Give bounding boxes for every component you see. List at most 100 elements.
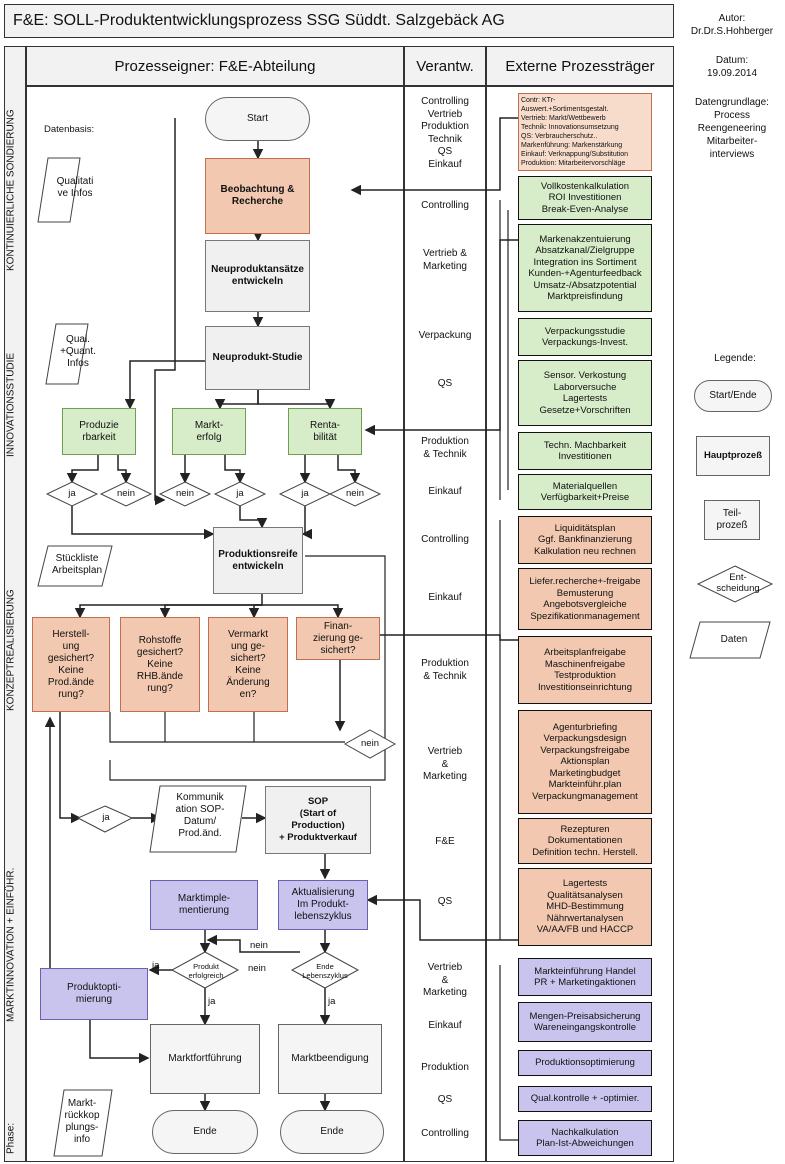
ext-text: Spezifikationmanagement xyxy=(530,610,640,622)
node-marktbeendigung: Marktbeendigung xyxy=(278,1024,382,1094)
ext-text: PR + Marketingaktionen xyxy=(534,977,636,988)
resp-vertrieb-marketing: Vertrieb & Marketing xyxy=(406,746,484,784)
resp-qs: QS xyxy=(437,896,453,907)
node-marktfortfuehrung: Marktfortführung xyxy=(150,1024,260,1094)
decision-ende-lebenszyklus: Ende Lebenszyklus xyxy=(297,962,353,980)
legend-text: Teil- xyxy=(722,508,742,519)
label-ja: ja xyxy=(152,960,160,971)
ext-text: Gesetze+Vorschriften xyxy=(539,404,631,416)
node-neuproduktansaetze: Neuproduktansätze entwickeln xyxy=(205,240,310,312)
decision-diamond xyxy=(158,481,212,507)
ext-text: Agenturbriefing xyxy=(552,721,618,733)
ext-produktionsoptimierung-box: Produktionsoptimierung xyxy=(518,1050,652,1076)
label-nein: nein xyxy=(176,488,194,499)
ext-lagertests-box: Lagertests Qualitätsanalysen MHD-Bestimm… xyxy=(518,868,652,946)
decision-diamond xyxy=(278,481,332,507)
ext-text: Ggf. Bankfinanzierung xyxy=(537,534,632,546)
ext-text: Verpackungmanagement xyxy=(532,790,638,802)
node-beobachtung: Beobachtung & Recherche xyxy=(205,158,310,234)
data-text: Infos xyxy=(67,358,89,369)
ext-text: Qualitätsanalysen xyxy=(547,889,623,901)
data-text: Prod.änd. xyxy=(178,828,222,839)
node-text: (Start of xyxy=(299,808,337,819)
node-text: Production) xyxy=(291,820,345,831)
ext-agentur-box: Agenturbriefing Verpackungsdesign Verpac… xyxy=(518,710,652,814)
legend-text: prozeß xyxy=(716,520,748,531)
node-produktoptimierung: Produktopti- mierung xyxy=(40,968,148,1020)
node-text: gesichert? xyxy=(47,652,95,664)
resp-text: Marketing xyxy=(423,987,467,998)
ext-text: Techn. Machbarkeit xyxy=(543,439,627,451)
node-text: Markt- xyxy=(194,419,224,431)
data-text: info xyxy=(73,1134,91,1145)
ext-text: Absatzkanal/Zielgruppe xyxy=(535,245,635,256)
ext-text: Dokumentationen xyxy=(547,835,623,847)
datenbasis-label: Datenbasis: xyxy=(44,124,95,135)
node-neuprodukt-studie: Neuprodukt-Studie xyxy=(205,326,310,390)
node-text: Renta- xyxy=(309,419,340,431)
decision-text: Produkt xyxy=(193,962,219,971)
date-label: Datum: xyxy=(715,55,749,66)
resp-text: Produktion xyxy=(421,121,469,132)
page-title: F&E: SOLL-Produktentwicklungsprozess SSG… xyxy=(4,4,674,38)
node-vermarktung: Vermarkt ung ge- sichert? Keine Änderung… xyxy=(208,617,288,712)
decision-diamond xyxy=(290,951,360,989)
resp-sondierung: Controlling Vertrieb Produktion Technik … xyxy=(406,96,484,171)
node-text: Produzie xyxy=(79,419,119,431)
ext-qs-box: Sensor. Verkostung Laborversuche Lagerte… xyxy=(518,360,652,426)
label-nein: nein xyxy=(250,940,268,951)
legend-data-shape xyxy=(689,621,771,659)
ext-text: Verpackungs-Invest. xyxy=(541,337,629,348)
node-rohstoffe: Rohstoffe gesichert? Keine RHB.ände rung… xyxy=(120,617,200,712)
node-marktimplementierung: Marktimple- mentierung xyxy=(150,880,258,930)
resp-text: QS xyxy=(437,146,453,157)
resp-text: Marketing xyxy=(423,771,467,782)
basis-line: Reengeneering xyxy=(697,123,767,134)
node-text: mierung xyxy=(75,994,113,1005)
decision-diamond xyxy=(45,481,99,507)
node-text: gesichert? xyxy=(136,646,184,658)
resp-verpackung: Verpackung xyxy=(418,330,472,341)
ext-text: Angebotsvergleiche xyxy=(543,599,627,610)
data-text: Qualitati xyxy=(56,176,94,187)
ext-markteinfuehrung-box: Markteinführung Handel PR + Marketingakt… xyxy=(518,958,652,996)
node-text: rung? xyxy=(58,688,84,700)
ext-text: Nährwertanalysen xyxy=(546,912,624,924)
node-text: sichert? xyxy=(230,652,266,664)
node-herstellung: Herstell- ung gesichert? Keine Prod.ände… xyxy=(32,617,110,712)
ext-text: Produktion: Mitarbeitervorschläge xyxy=(521,160,626,167)
ext-text: Bemusterung xyxy=(556,587,614,599)
ext-text: Markenführung: Markenstärkung xyxy=(521,142,623,149)
ext-vertrieb-box: Markenakzentuierung Absatzkanal/Zielgrup… xyxy=(518,224,652,312)
node-text: Keine xyxy=(235,664,261,676)
label-ja: ja xyxy=(102,812,110,823)
resp-text: Produktion xyxy=(421,658,469,669)
data-stueckliste: Stückliste Arbeitsplan xyxy=(44,553,110,577)
ext-nachkalkulation-box: Nachkalkulation Plan-Ist-Abweichungen xyxy=(518,1120,652,1156)
data-marktrueckkopplung: Markt- rückkop plungs- info xyxy=(56,1098,108,1146)
decision-diamond xyxy=(213,481,267,507)
resp-vertrieb-marketing: Vertrieb & Marketing xyxy=(406,248,484,273)
ext-text: Mengen-Preisabsicherung xyxy=(529,1010,641,1022)
ext-text: Investitionseinrichtung xyxy=(538,681,632,693)
label-ja: ja xyxy=(208,996,216,1007)
lane-external xyxy=(486,86,674,1162)
start-node: Start xyxy=(205,97,310,141)
resp-text: Produktion xyxy=(421,436,469,447)
resp-text: & xyxy=(441,974,449,986)
date: 19.09.2014 xyxy=(706,68,758,79)
resp-qs: QS xyxy=(437,1094,453,1105)
resp-text: Einkauf xyxy=(428,158,462,170)
ext-text: MHD-Bestimmung xyxy=(546,901,624,913)
resp-text: Vertrieb xyxy=(427,108,463,120)
node-text: Keine xyxy=(58,664,84,676)
resp-produktion-technik: Produktion & Technik xyxy=(406,658,484,683)
node-text: bilität xyxy=(313,431,337,443)
node-text: Änderung xyxy=(226,676,270,688)
node-text: Neuproduktansätze xyxy=(211,264,304,275)
node-text: Recherche xyxy=(231,196,284,207)
ext-text: Kalkulation neu rechnen xyxy=(534,545,636,557)
ext-rezepturen-box: Rezepturen Dokumentationen Definition te… xyxy=(518,818,652,864)
ext-text: Materialquellen xyxy=(552,480,618,492)
data-text: Arbeitsplan xyxy=(51,565,103,576)
